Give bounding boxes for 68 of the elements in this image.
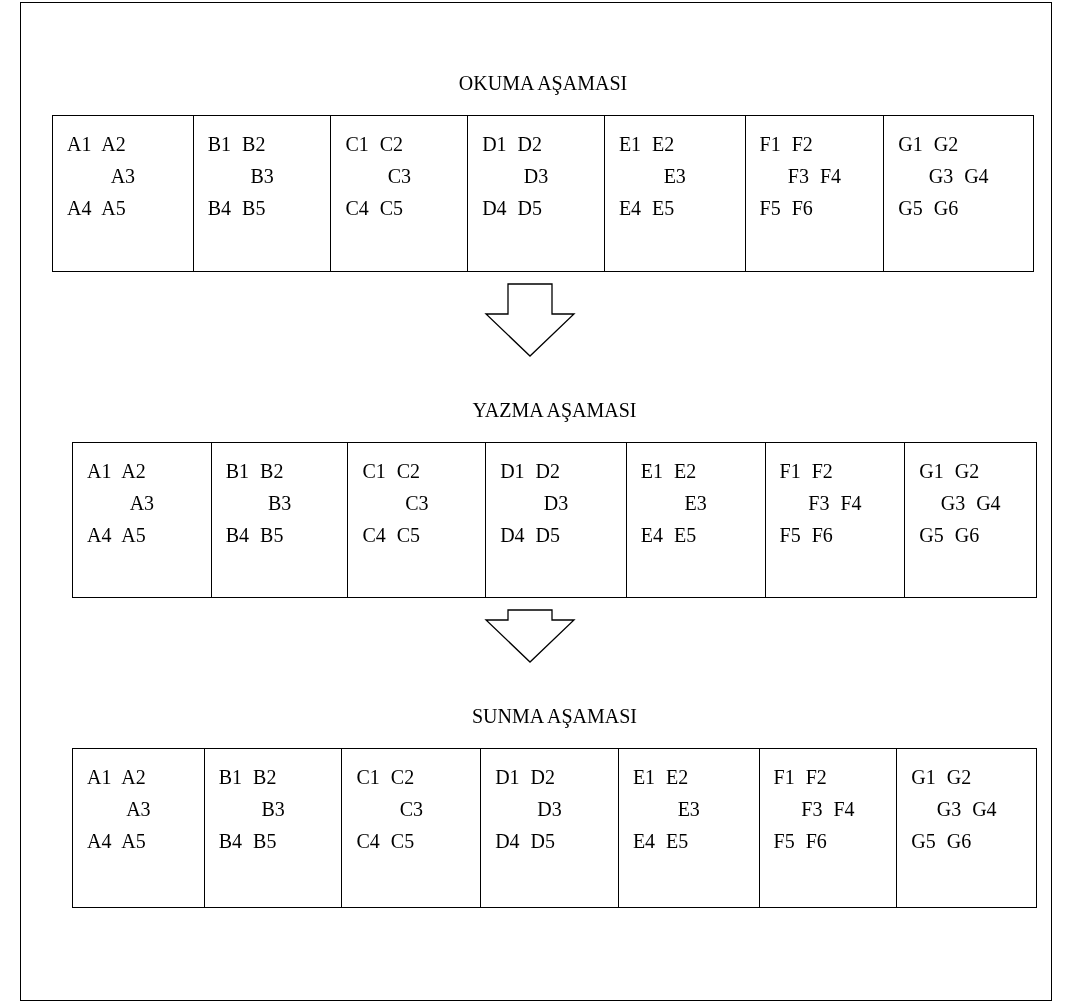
cell-text: G1 G2 [919, 459, 980, 484]
cell-text: B3 [250, 164, 274, 189]
cell-text: A1 A2 [67, 132, 126, 157]
cell-text: D4 D5 [495, 829, 556, 854]
cell-text: C1 C2 [345, 132, 404, 157]
hollow-arrow [484, 609, 576, 663]
cell-text: E4 E5 [640, 523, 697, 548]
cell-text: D1 D2 [495, 765, 556, 790]
cell-text: A1 A2 [87, 765, 146, 790]
cell-text: D4 D5 [500, 523, 561, 548]
cell-text: F1 F2 [773, 765, 827, 790]
cell-text: G1 G2 [898, 132, 959, 157]
cell-text: E3 [677, 797, 700, 822]
cell-text: B1 B2 [218, 765, 277, 790]
cell-text: A3 [129, 491, 155, 516]
cell-text: G5 G6 [919, 523, 980, 548]
cell-text: G3 G4 [940, 491, 1001, 516]
cell-text: E3 [663, 164, 686, 189]
cell-text: D3 [537, 797, 562, 822]
stage-title: SUNMA AŞAMASI [470, 704, 639, 730]
cell-text: F3 F4 [808, 491, 862, 516]
cell-text: A1 A2 [87, 459, 146, 484]
cell-text: A4 A5 [87, 523, 146, 548]
cell-text: C3 [405, 491, 429, 516]
cell-text: B4 B5 [218, 829, 277, 854]
cell-text: A3 [110, 164, 136, 189]
cell-text: F3 F4 [801, 797, 855, 822]
cell-text: E3 [684, 491, 707, 516]
cell-text: E1 E2 [632, 765, 689, 790]
cell-text: B4 B5 [225, 523, 284, 548]
cell-text: G1 G2 [911, 765, 972, 790]
cell-text: F5 F6 [773, 829, 827, 854]
cell-text: D4 D5 [482, 196, 543, 221]
cell-text: C1 C2 [356, 765, 415, 790]
cell-text: E4 E5 [632, 829, 689, 854]
cell-text: E1 E2 [618, 132, 675, 157]
cell-text: A4 A5 [67, 196, 126, 221]
cell-text: D3 [523, 164, 549, 189]
cell-text: C4 C5 [345, 196, 404, 221]
cell-text: F1 F2 [759, 132, 813, 157]
cell-text: E4 E5 [618, 196, 675, 221]
cell-text: A3 [126, 797, 151, 822]
cell-text: G3 G4 [936, 797, 997, 822]
cell-text: G3 G4 [928, 164, 989, 189]
cell-text: B4 B5 [207, 196, 266, 221]
cell-text: B3 [267, 491, 292, 516]
cell-text: D3 [543, 491, 569, 516]
hollow-arrow [484, 283, 576, 357]
cell-text: C1 C2 [362, 459, 421, 484]
cell-text: F1 F2 [779, 459, 833, 484]
cell-text: F5 F6 [779, 523, 833, 548]
cell-text: F3 F4 [787, 164, 842, 189]
cell-text: D1 D2 [500, 459, 561, 484]
cell-text: B1 B2 [207, 132, 266, 157]
stage-title: YAZMA AŞAMASI [471, 398, 638, 424]
cell-text: A4 A5 [87, 829, 146, 854]
cell-text: C3 [387, 164, 411, 189]
cell-text: C3 [399, 797, 423, 822]
cell-text: D1 D2 [482, 132, 543, 157]
cell-text: B3 [261, 797, 285, 822]
cell-text: G5 G6 [911, 829, 972, 854]
cell-text: E1 E2 [640, 459, 697, 484]
cell-text: B1 B2 [225, 459, 284, 484]
cell-text: C4 C5 [356, 829, 415, 854]
stage-title: OKUMA AŞAMASI [457, 71, 629, 97]
cell-text: G5 G6 [898, 196, 959, 221]
cell-text: C4 C5 [362, 523, 421, 548]
cell-text: F5 F6 [759, 196, 813, 221]
